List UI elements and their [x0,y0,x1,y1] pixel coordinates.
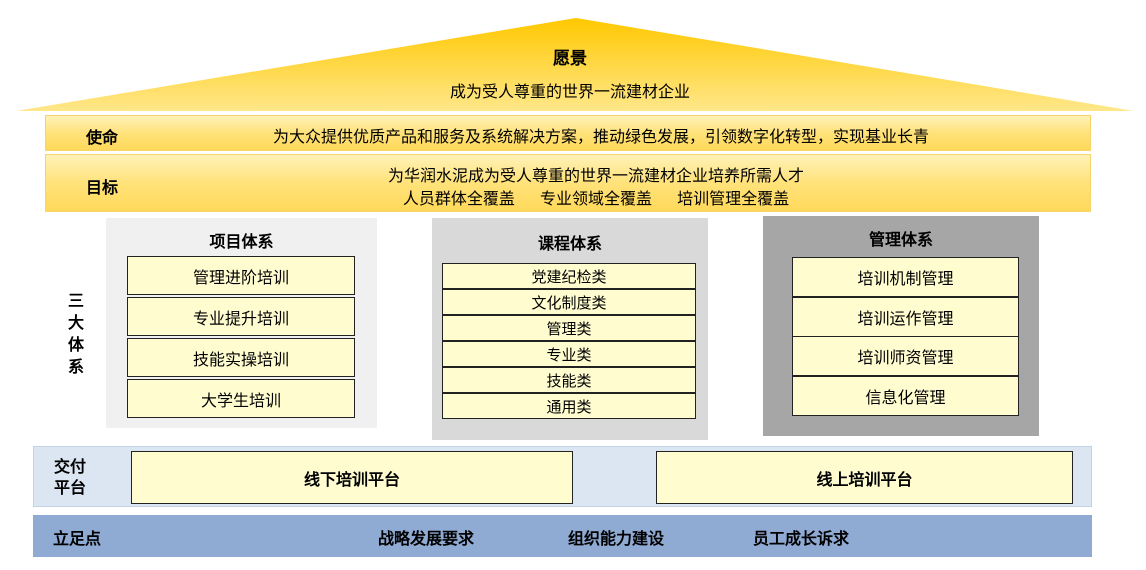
course-item: 专业类 [442,341,696,367]
course-item: 管理类 [442,315,696,341]
course-system-panel: 课程体系 党建纪检类 文化制度类 管理类 专业类 技能类 通用类 [432,218,708,440]
management-system-title: 管理体系 [868,230,933,249]
goal-coverage: 人员群体全覆盖 专业领域全覆盖 培训管理全覆盖 [246,185,946,209]
goal-band: 目标 为华润水泥成为受人尊重的世界一流建材企业培养所需人才 人员群体全覆盖 专业… [45,154,1091,212]
course-system-title: 课程体系 [537,234,602,253]
goal-statement: 为华润水泥成为受人尊重的世界一流建材企业培养所需人才 [387,166,804,185]
management-item: 信息化管理 [792,376,1019,416]
offline-platform-box: 线下培训平台 [131,451,573,504]
project-item: 技能实操培训 [127,338,355,377]
foothold-item: 组织能力建设 [568,529,665,548]
mission-band: 使命 为大众提供优质产品和服务及系统解决方案，推动绿色发展，引领数字化转型，实现… [45,115,1091,151]
management-item: 培训师资管理 [792,336,1019,376]
course-item: 文化制度类 [442,289,696,315]
course-item: 党建纪检类 [442,263,696,289]
course-item: 通用类 [442,393,696,419]
project-item: 管理进阶培训 [127,256,355,295]
project-system-panel: 项目体系 管理进阶培训 专业提升培训 技能实操培训 大学生培训 [106,218,377,428]
course-item: 技能类 [442,367,696,393]
foothold-item: 战略发展要求 [378,529,475,548]
goal-label: 目标 [86,178,119,197]
mission-text: 为大众提供优质产品和服务及系统解决方案，推动绿色发展，引领数字化转型，实现基业长… [272,127,929,146]
project-item: 专业提升培训 [127,297,355,336]
project-item: 大学生培训 [127,379,355,418]
goal-coverage-item: 培训管理全覆盖 [677,189,790,208]
vision-title: 愿景 [553,49,587,69]
management-item: 培训机制管理 [792,257,1019,297]
online-platform-box: 线上培训平台 [656,451,1073,504]
management-system-panel: 管理体系 培训机制管理 培训运作管理 培训师资管理 信息化管理 [763,216,1039,436]
management-item: 培训运作管理 [792,297,1019,337]
foothold-item: 员工成长诉求 [753,529,850,548]
goal-coverage-item: 专业领域全覆盖 [539,189,652,208]
mission-label: 使命 [86,128,119,147]
roof-shape [16,18,1134,111]
vision-roof [16,18,1134,111]
three-systems-label: 三 大 体 系 [67,291,84,376]
vision-text: 成为受人尊重的世界一流建材企业 [449,82,690,101]
goal-coverage-item: 人员群体全覆盖 [402,189,515,208]
delivery-platform-band: 交付 平台 线下培训平台 线上培训平台 [33,446,1092,507]
delivery-label: 交付 平台 [54,457,87,497]
project-system-title: 项目体系 [209,232,274,251]
foothold-label: 立足点 [53,529,102,548]
foothold-band: 立足点 战略发展要求 组织能力建设 员工成长诉求 [33,515,1092,557]
